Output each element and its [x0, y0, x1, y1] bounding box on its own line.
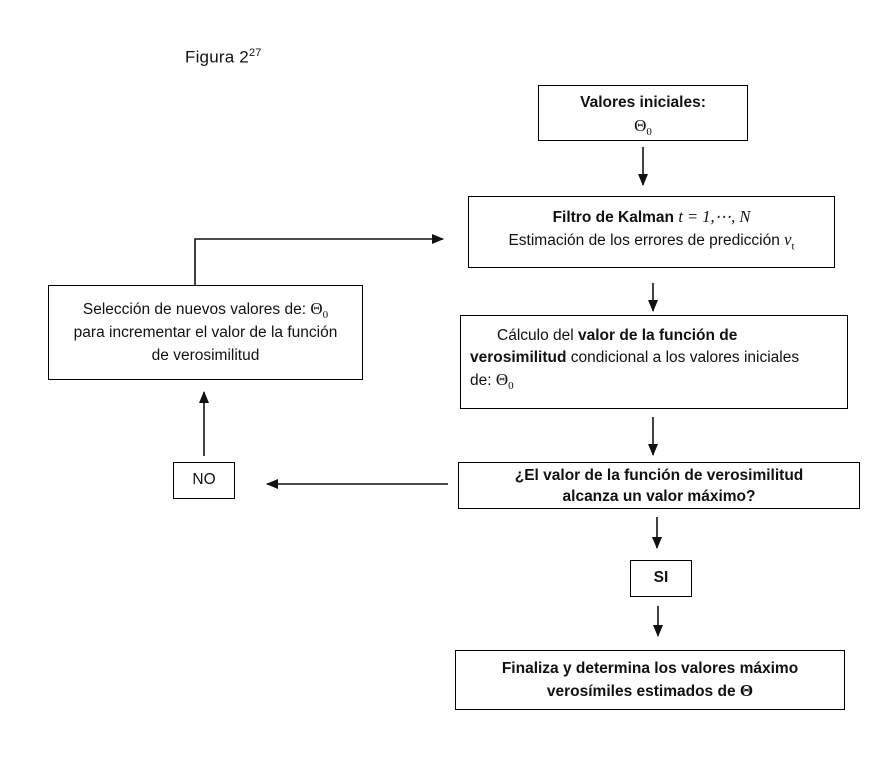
valores-iniciales-heading: Valores iniciales: [580, 94, 706, 111]
si-label: SI [653, 569, 669, 586]
likelihood-line3: de: Θ0 [470, 370, 514, 393]
kalman-estimation-line: Estimación de los errores de predicción … [508, 230, 795, 253]
node-filtro-de-kalman: Filtro de Kalman t = 1,⋯, N Estimación d… [468, 196, 835, 268]
question-line1: ¿El valor de la función de verosimilitud [514, 467, 804, 484]
arrow-selection-to-kalman [194, 234, 444, 285]
node-no: NO [173, 462, 235, 499]
node-valores-iniciales: Valores iniciales: Θ0 [538, 85, 748, 141]
node-pregunta-maximo: ¿El valor de la función de verosimilitud… [458, 462, 860, 509]
kalman-heading-line: Filtro de Kalman t = 1,⋯, N [552, 207, 751, 226]
final-line1: Finaliza y determina los valores máximo [501, 660, 799, 677]
kalman-range-math: t = 1,⋯, N [678, 207, 751, 226]
node-calculo-verosimilitud: Cálculo del valor de la función de veros… [460, 315, 848, 409]
selection-line1: Selección de nuevos valores de: Θ0 [82, 299, 329, 322]
node-si: SI [630, 560, 692, 597]
final-line2: verosímiles estimados de Θ [546, 681, 754, 700]
selection-line2: para incrementar el valor de la función [73, 324, 338, 341]
figure-title-superscript: 27 [248, 47, 262, 59]
node-finaliza: Finaliza y determina los valores máximo … [455, 650, 845, 710]
question-line2: alcanza un valor máximo? [562, 488, 756, 505]
likelihood-line1: Cálculo del valor de la función de [497, 327, 738, 344]
selection-line3: de verosimilitud [151, 347, 260, 364]
node-seleccion-valores: Selección de nuevos valores de: Θ0 para … [48, 285, 363, 380]
valores-iniciales-symbol: Θ0 [634, 116, 652, 139]
no-label: NO [192, 471, 216, 488]
likelihood-line2: verosimilitud condicional a los valores … [470, 349, 800, 366]
figure-title-text: Figura 2 [185, 47, 249, 67]
figure-title: Figura 227 [185, 47, 262, 68]
prediction-error-symbol: vt [784, 230, 795, 253]
